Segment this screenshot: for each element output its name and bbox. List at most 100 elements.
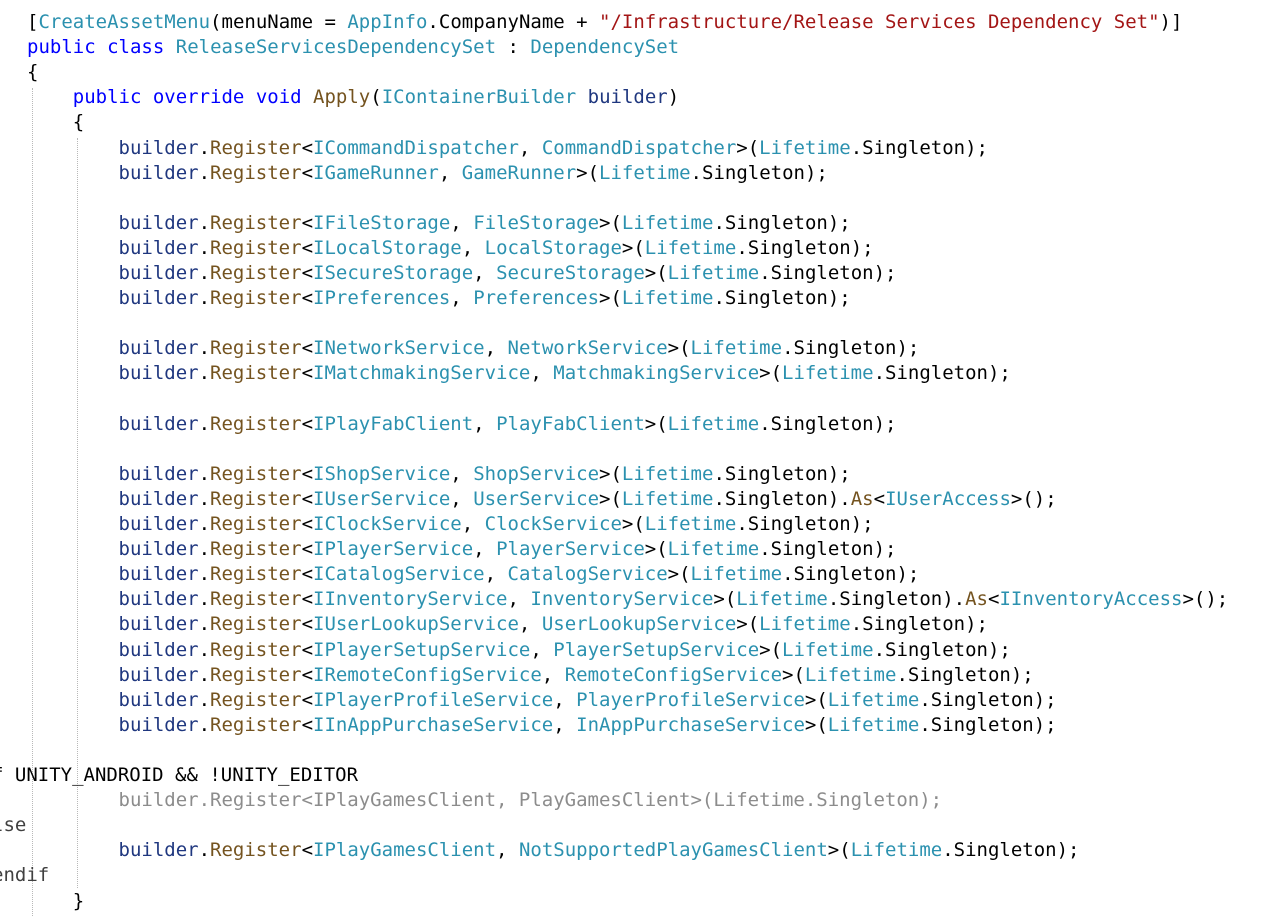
code-line[interactable]: builder.Register<IPlayGamesClient, PlayG… xyxy=(27,788,943,813)
code-line[interactable]: { xyxy=(27,60,38,85)
code-line[interactable]: builder.Register<IRemoteConfigService, R… xyxy=(27,663,1034,688)
code-token-type: Lifetime xyxy=(667,262,760,284)
code-line[interactable]: builder.Register<IUserLookupService, Use… xyxy=(27,612,988,637)
code-line[interactable]: builder.Register<IMatchmakingService, Ma… xyxy=(27,361,1011,386)
code-token-type: IPlayGamesClient xyxy=(313,839,497,862)
code-line[interactable]: builder.Register<IPlayGamesClient, NotSu… xyxy=(27,838,1080,863)
code-token-punct: . xyxy=(759,538,771,561)
code-token-type: ClockService xyxy=(484,513,622,535)
code-line[interactable]: { xyxy=(27,110,84,135)
code-token-punct: >( xyxy=(804,713,828,736)
code-token-kw: public xyxy=(27,36,96,59)
code-line[interactable]: builder.Register<IPlayerSetupService, Pl… xyxy=(27,638,1011,663)
code-token-plain: Singleton xyxy=(885,362,988,385)
code-line[interactable]: builder.Register<IClockService, ClockSer… xyxy=(27,512,874,537)
code-token-str: "/Infrastructure/Release Services Depend… xyxy=(599,11,1160,33)
code-token-punct: . xyxy=(198,211,211,234)
code-line[interactable]: public class ReleaseServicesDependencySe… xyxy=(27,35,679,60)
code-token-plain: Singleton xyxy=(862,136,966,159)
code-line[interactable]: builder.Register<ISecureStorage, SecureS… xyxy=(27,261,897,286)
code-token-method: Register xyxy=(210,588,302,611)
code-token-type: IFileStorage xyxy=(313,211,451,234)
code-token-punct: . xyxy=(198,462,211,485)
code-token-type: IGameRunner xyxy=(313,161,439,184)
code-line[interactable]: builder.Register<IShopService, ShopServi… xyxy=(27,462,851,487)
code-line[interactable]: [CreateAssetMenu(menuName = AppInfo.Comp… xyxy=(27,10,1182,35)
code-line[interactable]: builder.Register<IGameRunner, GameRunner… xyxy=(27,161,828,186)
code-token-plain xyxy=(27,237,119,259)
code-line[interactable]: builder.Register<ICatalogService, Catalo… xyxy=(27,562,920,587)
code-token-punct: . xyxy=(919,713,931,736)
code-token-plain: Singleton xyxy=(724,287,828,310)
code-token-punct: , xyxy=(553,713,577,736)
code-token-punct: { xyxy=(27,61,39,84)
code-token-punct: ); xyxy=(873,538,897,561)
code-token-punct: , xyxy=(461,236,485,259)
code-line[interactable]: builder.Register<IInAppPurchaseService, … xyxy=(27,713,1057,738)
code-token-punct: ); xyxy=(850,513,874,535)
code-token-type: Preferences xyxy=(473,287,600,310)
code-token-type: IMatchmakingService xyxy=(313,362,531,385)
code-line[interactable]: public override void Apply(IContainerBui… xyxy=(27,85,679,110)
code-token-punct: < xyxy=(301,412,314,435)
code-line[interactable]: lse xyxy=(0,813,26,838)
code-token-param: builder xyxy=(118,362,199,385)
code-token-punct: < xyxy=(301,839,314,862)
code-token-type: LocalStorage xyxy=(484,236,622,259)
code-token-plain: Singleton xyxy=(793,563,897,586)
code-line[interactable]: f UNITY_ANDROID && !UNITY_EDITOR xyxy=(0,763,358,788)
code-token-method: Register xyxy=(210,563,302,586)
code-token-plain xyxy=(27,563,119,585)
code-token-type: UserService xyxy=(473,487,600,510)
code-token-punct: , xyxy=(461,513,485,535)
code-token-param: builder xyxy=(118,663,199,686)
code-line[interactable]: builder.Register<IInventoryService, Inve… xyxy=(27,587,1229,612)
code-line[interactable]: builder.Register<IFileStorage, FileStora… xyxy=(27,211,851,236)
code-line[interactable]: builder.Register<IPlayFabClient, PlayFab… xyxy=(27,412,897,437)
code-line[interactable]: builder.Register<ILocalStorage, LocalSto… xyxy=(27,236,874,261)
code-token-plain xyxy=(27,789,119,811)
code-token-type: IPreferences xyxy=(313,287,451,310)
code-line[interactable]: endif xyxy=(0,863,49,888)
code-token-plain: Singleton xyxy=(793,337,897,360)
code-token-plain xyxy=(27,262,119,284)
code-token-plain xyxy=(27,639,119,661)
code-token-punct: < xyxy=(301,287,314,310)
code-token-type: Lifetime xyxy=(690,563,783,586)
code-token-pre: endif xyxy=(0,864,50,887)
code-token-type: CommandDispatcher xyxy=(541,136,737,159)
code-token-type: DependencySet xyxy=(530,36,680,59)
code-line[interactable]: builder.Register<ICommandDispatcher, Com… xyxy=(27,136,988,161)
code-token-punct: . xyxy=(713,211,725,234)
code-token-punct: . xyxy=(198,638,211,661)
code-token-punct: . xyxy=(919,688,931,711)
code-line[interactable]: builder.Register<IPlayerService, PlayerS… xyxy=(27,537,897,562)
code-token-param: builder xyxy=(118,211,199,234)
code-token-method: Register xyxy=(210,362,302,385)
code-token-type: Lifetime xyxy=(827,713,920,736)
code-token-punct: . xyxy=(198,588,211,611)
code-token-type: Lifetime xyxy=(782,362,874,385)
code-token-punct: , xyxy=(518,613,542,636)
code-line[interactable]: } xyxy=(27,889,84,914)
code-token-kw: override xyxy=(152,86,245,109)
code-token-punct: . xyxy=(198,287,211,310)
code-token-punct: >( xyxy=(599,287,622,310)
code-token-punct: . xyxy=(198,161,211,184)
code-token-punct: < xyxy=(301,362,314,385)
code-line[interactable]: builder.Register<IUserService, UserServi… xyxy=(27,487,1057,512)
code-token-plain xyxy=(27,111,73,133)
code-token-method: Register xyxy=(210,839,302,862)
code-token-punct: ); xyxy=(827,462,851,485)
code-token-punct: >( xyxy=(621,513,645,535)
code-token-punct: , xyxy=(484,563,508,586)
code-line[interactable]: builder.Register<IPreferences, Preferenc… xyxy=(27,286,851,311)
code-line[interactable]: builder.Register<IPlayerProfileService, … xyxy=(27,688,1057,713)
code-token-method: Register xyxy=(210,236,302,259)
code-token-punct: { xyxy=(72,111,85,134)
code-line[interactable]: builder.Register<INetworkService, Networ… xyxy=(27,336,920,361)
code-token-plain xyxy=(27,488,119,510)
code-token-type: IPlayerProfileService xyxy=(313,688,554,711)
code-token-method: Register xyxy=(210,613,302,636)
